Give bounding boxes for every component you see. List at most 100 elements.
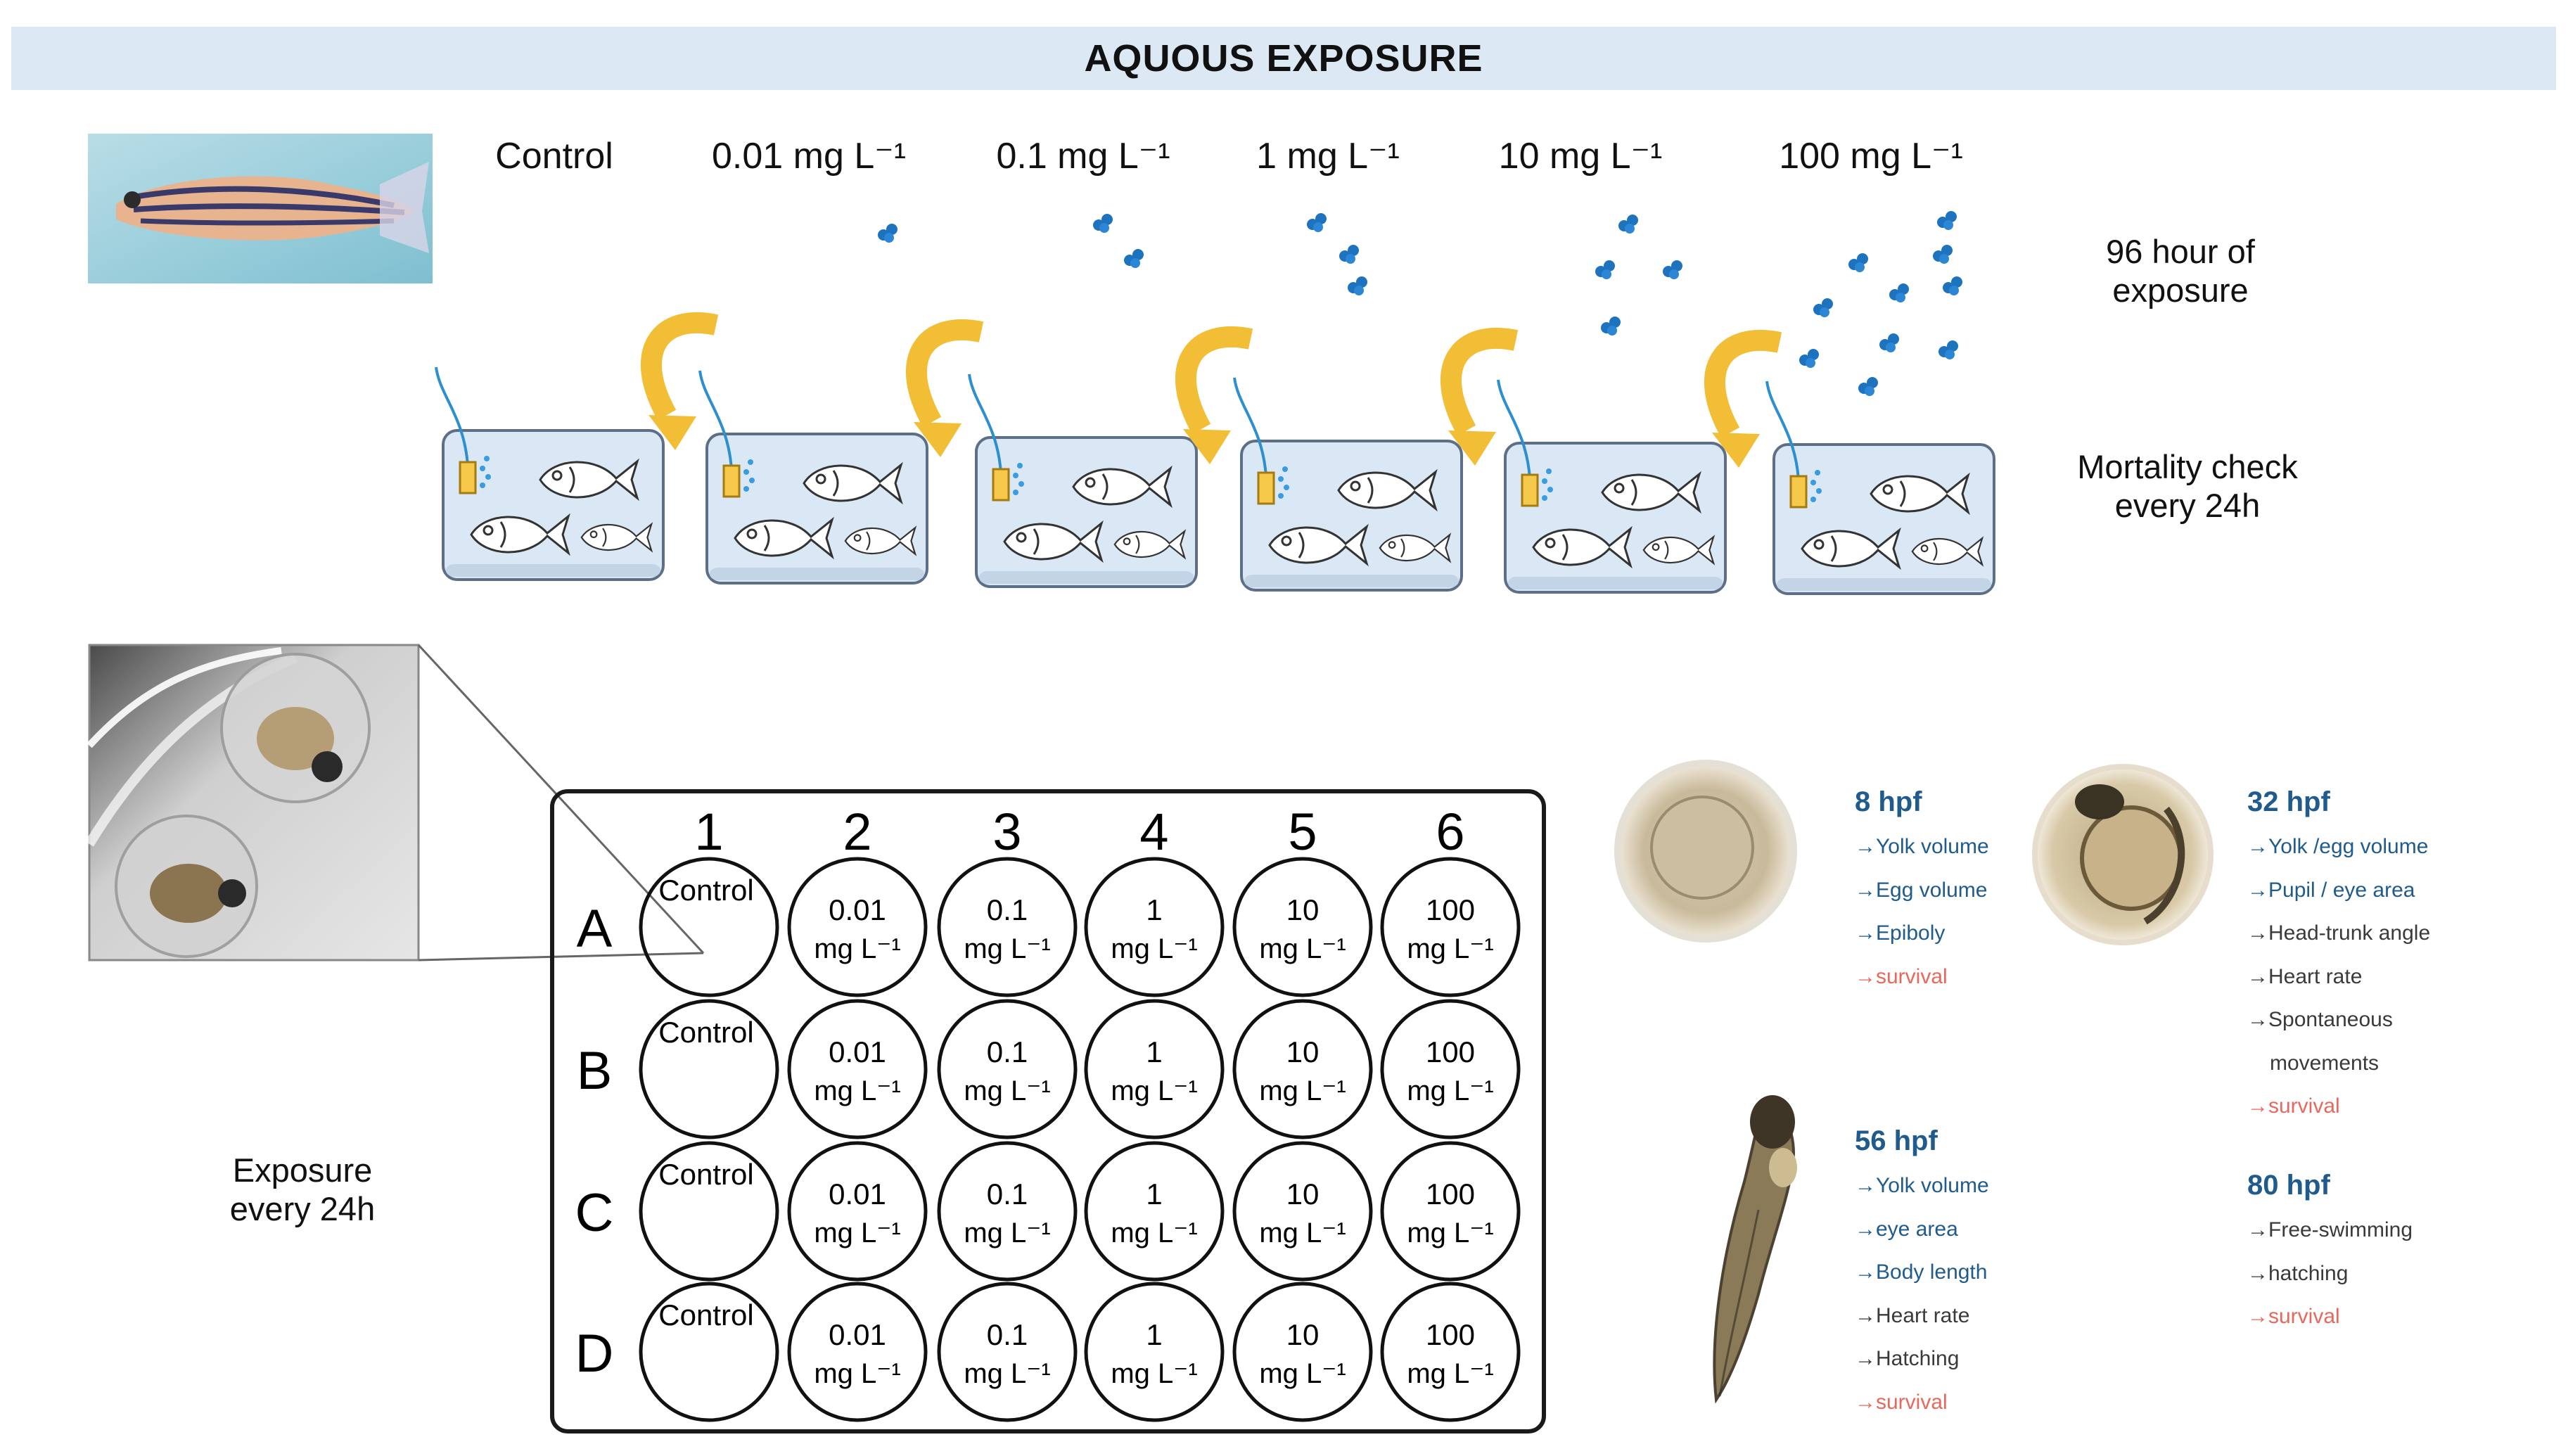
- well-label: 0.1: [987, 893, 1028, 926]
- well-label: 0.01: [829, 893, 886, 926]
- plate-column-label: 2: [843, 803, 871, 861]
- stage-block: 80 hpf→Free-swimming→hatching→survival: [2247, 1170, 2413, 1350]
- particle-icon: [1601, 317, 1621, 336]
- concentration-label-0-1: 0.1 mg L⁻¹: [996, 136, 1170, 177]
- tank-icon: [698, 370, 928, 585]
- stage-endpoint: →Heart rate: [2247, 964, 2363, 988]
- well-D3: 0.1mg L⁻¹: [937, 1282, 1078, 1422]
- concentration-label-100: 100 mg L⁻¹: [1779, 136, 1963, 177]
- tank-icon: [968, 373, 1198, 588]
- well-label: 10: [1286, 893, 1320, 926]
- well-A1: Control: [639, 857, 779, 997]
- well-C1: Control: [639, 1141, 779, 1282]
- particle-icon: [1124, 249, 1144, 268]
- plate-row-label: D: [575, 1324, 614, 1384]
- particle-icon: [1858, 377, 1878, 396]
- zoom-line-top: [417, 644, 705, 954]
- tank-icon: [1233, 377, 1463, 592]
- particle-icon: [1093, 214, 1113, 233]
- stage-endpoint: →survival: [1855, 1390, 1948, 1414]
- stage-endpoint: movements: [2270, 1051, 2379, 1075]
- well-label: 100: [1426, 893, 1475, 926]
- well-unit-label: mg L⁻¹: [1111, 1075, 1197, 1106]
- tank-icon: [1765, 381, 1995, 595]
- well-label: 10: [1286, 1177, 1320, 1211]
- stage-endpoint: →Egg volume: [1855, 878, 1988, 902]
- well-label: Control: [658, 1016, 753, 1049]
- well-label: 1: [1146, 1035, 1162, 1068]
- stage-endpoint: →survival: [2247, 1305, 2340, 1328]
- well-unit-label: mg L⁻¹: [964, 933, 1050, 964]
- particle-icon: [1595, 260, 1615, 279]
- fish-icon: [1337, 468, 1438, 512]
- stage-block: 8 hpf→Yolk volume→Egg volume→Epiboly→sur…: [1855, 786, 1989, 1009]
- stage-endpoint: →Yolk volume: [1855, 835, 1989, 858]
- well-D1: Control: [639, 1282, 779, 1422]
- well-unit-label: mg L⁻¹: [964, 1218, 1050, 1249]
- particle-icon: [1348, 276, 1367, 295]
- stage-block: 56 hpf→Yolk volume→eye area→Body length→…: [1855, 1125, 1989, 1435]
- fish-icon: [1379, 532, 1452, 563]
- well-label: 0.1: [987, 1318, 1028, 1351]
- well-plate: [550, 789, 1546, 1433]
- particle-icon: [1663, 260, 1682, 279]
- aerator-icon: [1497, 379, 1553, 507]
- stage-endpoint: →Yolk volume: [1855, 1174, 1989, 1197]
- well-C5: 10 mg L⁻¹: [1232, 1141, 1373, 1282]
- well-label: 0.1: [987, 1035, 1028, 1068]
- plate-row-label: C: [575, 1183, 614, 1243]
- well-label: 10: [1286, 1035, 1320, 1068]
- plate-row-label: A: [577, 899, 613, 959]
- well-unit-label: mg L⁻¹: [1259, 1218, 1346, 1249]
- particle-icon: [1618, 215, 1638, 234]
- well-B1: Control: [639, 999, 779, 1139]
- well-unit-label: mg L⁻¹: [1111, 1358, 1197, 1389]
- stage-endpoint: →Epiboly: [1855, 921, 1946, 945]
- well-label: Control: [658, 1158, 753, 1191]
- transfer-arrow-icon: [1175, 326, 1253, 464]
- embryo-dish-photo: [85, 644, 420, 962]
- tank-icon: [435, 366, 665, 581]
- plate-row-label: B: [577, 1041, 613, 1101]
- well-A4: 1mg L⁻¹: [1084, 857, 1225, 997]
- egg-32hpf-photo: [2032, 764, 2214, 945]
- stage-endpoint: →Hatching: [1855, 1347, 1960, 1370]
- larva-56hpf-photo: [1713, 1095, 1797, 1404]
- well-unit-label: mg L⁻¹: [1407, 1075, 1493, 1106]
- transfer-arrow-icon: [1704, 329, 1782, 468]
- fish-icon: [1268, 523, 1369, 567]
- fish-icon: [844, 525, 917, 556]
- egg-8hpf-photo: [1614, 760, 1797, 943]
- well-label: 10: [1286, 1318, 1320, 1351]
- plate-column-label: 1: [694, 803, 723, 861]
- stage-endpoint: →hatching: [2247, 1261, 2349, 1285]
- well-unit-label: mg L⁻¹: [814, 1358, 900, 1389]
- well-unit-label: mg L⁻¹: [964, 1075, 1050, 1106]
- aerator-icon: [435, 366, 491, 494]
- well-C3: 0.1 mg L⁻¹: [937, 1141, 1078, 1282]
- well-label: 0.1: [987, 1177, 1028, 1211]
- fish-icon: [1801, 527, 1901, 570]
- title-bar: AQUOUS EXPOSURE: [11, 27, 2556, 90]
- particle-icon: [1339, 245, 1359, 264]
- plate-column-label: 5: [1288, 803, 1317, 861]
- well-C4: 1mg L⁻¹: [1084, 1141, 1225, 1282]
- stage-endpoint: →eye area: [1855, 1217, 1958, 1241]
- aerator-icon: [1765, 381, 1822, 509]
- fish-icon: [1911, 536, 1984, 567]
- well-B3: 0.1 mg L⁻¹: [937, 999, 1078, 1139]
- exposure-every-label: Exposure every 24h: [229, 1151, 376, 1228]
- particle-icon: [878, 224, 897, 243]
- zebrafish-photo: [88, 134, 433, 283]
- stage-endpoint: →Free-swimming: [2247, 1218, 2413, 1241]
- plate-column-label: 3: [992, 803, 1021, 861]
- stage-endpoint: →Spontaneous: [2247, 1008, 2393, 1031]
- well-label: 100: [1426, 1177, 1475, 1211]
- stage-endpoint: →survival: [1855, 964, 1948, 988]
